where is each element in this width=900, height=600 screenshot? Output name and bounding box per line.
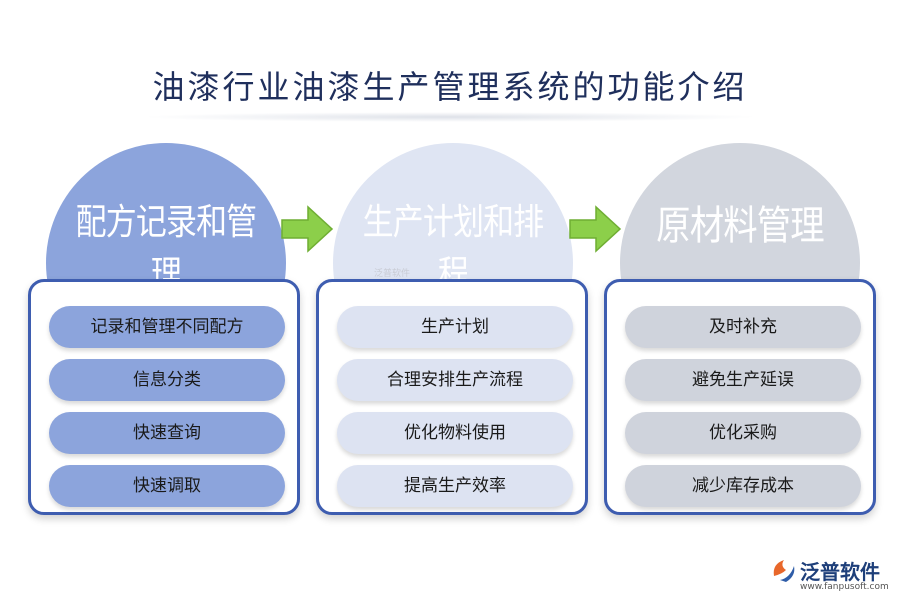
feature-item: 及时补充 bbox=[625, 306, 861, 348]
feature-item: 优化采购 bbox=[625, 412, 861, 454]
feature-item: 快速调取 bbox=[49, 465, 285, 507]
feature-item: 避免生产延误 bbox=[625, 359, 861, 401]
feature-item: 信息分类 bbox=[49, 359, 285, 401]
feature-item: 优化物料使用 bbox=[337, 412, 573, 454]
logo-name: 泛普软件 bbox=[800, 560, 880, 584]
feature-box-materials: 及时补充 避免生产延误 优化采购 减少库存成本 bbox=[604, 279, 876, 515]
title-shadow bbox=[140, 112, 760, 122]
feature-item: 生产计划 bbox=[337, 306, 573, 348]
feature-item: 减少库存成本 bbox=[625, 465, 861, 507]
logo-url: www.fanpusoft.com bbox=[800, 582, 889, 592]
circle-label: 生产计划和排程 bbox=[362, 202, 544, 295]
feature-box-planning: 生产计划 合理安排生产流程 优化物料使用 提高生产效率 bbox=[316, 279, 588, 515]
feature-item: 合理安排生产流程 bbox=[337, 359, 573, 401]
arrow-right-icon bbox=[569, 205, 622, 253]
feature-item: 快速查询 bbox=[49, 412, 285, 454]
brand-logo: 泛普软件 www.fanpusoft.com bbox=[770, 556, 895, 596]
logo-icon bbox=[773, 560, 795, 582]
feature-box-recipe: 记录和管理不同配方 信息分类 快速查询 快速调取 bbox=[28, 279, 300, 515]
feature-item: 提高生产效率 bbox=[337, 465, 573, 507]
circle-label: 原材料管理 bbox=[656, 203, 825, 249]
feature-item: 记录和管理不同配方 bbox=[49, 306, 285, 348]
circle-label: 配方记录和管理 bbox=[75, 202, 257, 295]
watermark: 泛普软件 bbox=[374, 269, 411, 279]
page-title: 油漆行业油漆生产管理系统的功能介绍 bbox=[152, 68, 748, 106]
arrow-right-icon bbox=[281, 205, 334, 253]
